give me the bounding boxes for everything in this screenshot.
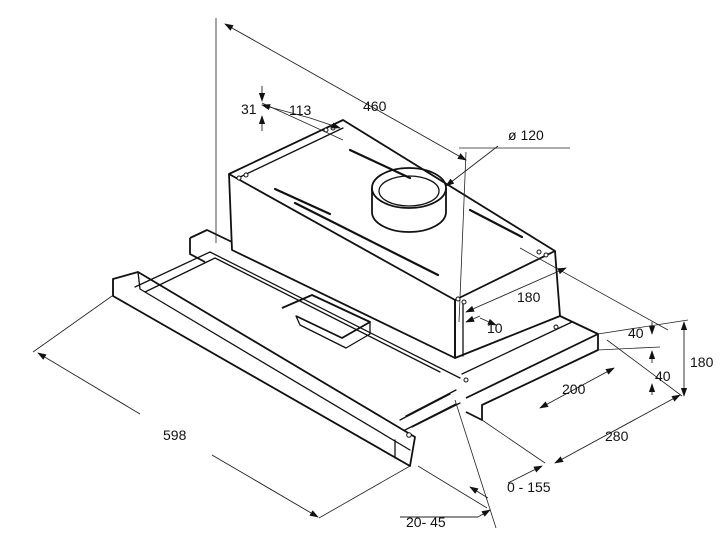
screw-icon <box>243 172 249 178</box>
dim-113: 113 <box>289 102 312 118</box>
dim-10: 10 <box>487 320 503 336</box>
dim-duct-diameter: ø 120 <box>508 127 544 143</box>
front-panel <box>112 271 416 467</box>
dim-40-upper: 40 <box>628 325 644 341</box>
screw-icon <box>543 252 549 258</box>
dim-460: 460 <box>363 98 387 114</box>
dim-180-overall: 180 <box>690 354 714 370</box>
screw-icon <box>455 296 461 302</box>
screw-icon <box>461 299 467 305</box>
screw-icon <box>406 432 412 438</box>
dim-598: 598 <box>163 427 187 443</box>
body-right-panel <box>454 250 561 359</box>
duct-collar <box>371 167 447 233</box>
dimension-arrows <box>37 23 688 518</box>
dim-front-trim: 20- 45 <box>406 514 446 530</box>
extension-lines <box>32 18 689 529</box>
dim-31: 31 <box>241 101 257 117</box>
hood-body <box>228 119 561 359</box>
dim-180-body: 180 <box>517 289 541 305</box>
tray-handle <box>281 294 371 339</box>
top-slot <box>348 148 412 180</box>
dim-extension-range: 0 - 155 <box>507 479 551 495</box>
dim-200: 200 <box>562 381 586 397</box>
dim-40-lower: 40 <box>655 368 671 384</box>
dim-280: 280 <box>605 428 629 444</box>
top-slot <box>293 201 440 277</box>
screw-icon <box>553 324 559 330</box>
telescopic-tray <box>112 251 461 467</box>
screw-icon <box>536 249 542 255</box>
dimension-labels: 460 113 31 ø 120 180 10 598 40 40 180 20… <box>163 98 714 530</box>
screw-icon <box>236 175 242 181</box>
top-slot <box>273 187 332 216</box>
screw-icon <box>463 377 469 383</box>
base-frame <box>189 229 599 421</box>
top-slot <box>468 208 524 239</box>
